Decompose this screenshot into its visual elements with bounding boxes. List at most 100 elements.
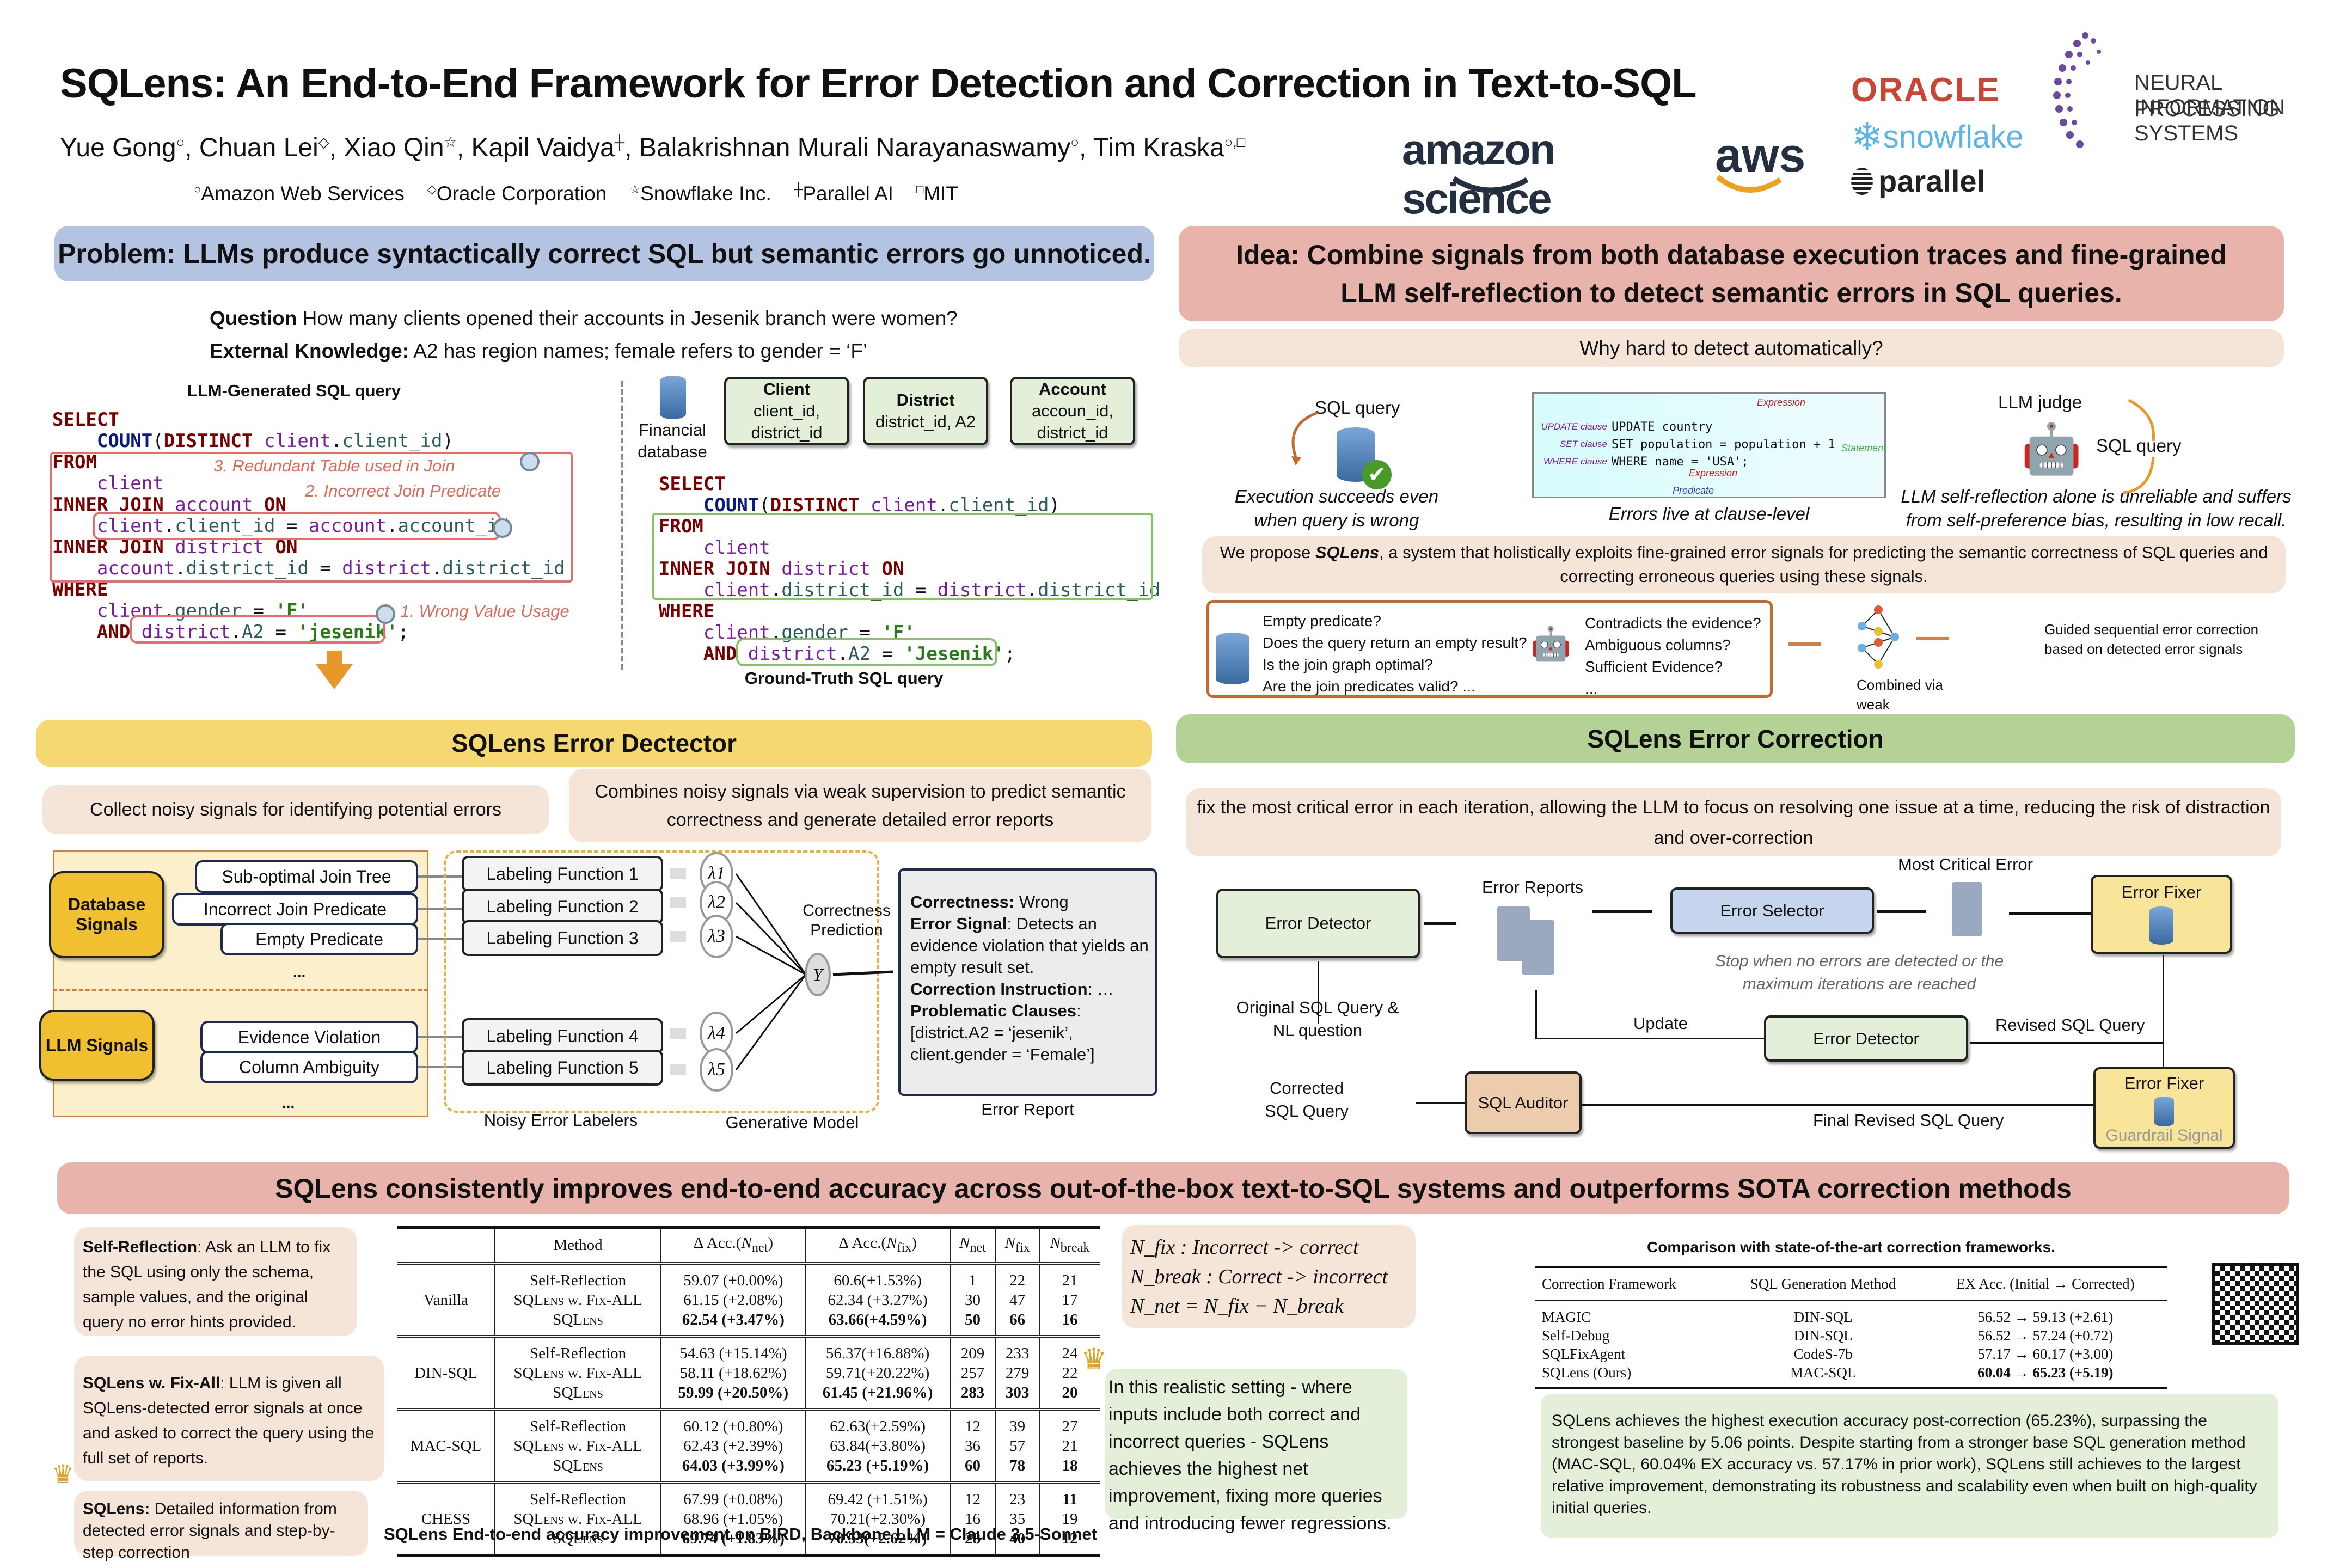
arrow-icon <box>1877 910 1926 913</box>
labeling-function-box: Labeling Function 5 <box>462 1050 663 1086</box>
error-fixer-guardrail-box: Error Fixer Guardrail Signal <box>2093 1067 2235 1149</box>
method-cell: Self-Reflection <box>494 1480 661 1509</box>
parallel-logo: parallel <box>1851 163 1985 199</box>
problematic-clauses-label: Problematic Clauses <box>910 1001 1076 1020</box>
n-fix-cell: 279 <box>995 1363 1039 1383</box>
update-label: Update <box>1633 1014 1688 1033</box>
acc-fix-cell: 59.71(+20.22%) <box>805 1363 950 1383</box>
sql-line: INNER JOIN district ON <box>659 558 904 580</box>
error-fixer-label: Error Fixer <box>2121 883 2202 902</box>
n-net-cell: 30 <box>949 1290 996 1310</box>
acc-fix-cell: 63.84(+3.80%) <box>805 1436 950 1456</box>
signal-box: Evidence Violation <box>200 1021 418 1054</box>
correction-bubble: fix the most critical error in each iter… <box>1186 788 2281 856</box>
lambda-node: λ5 <box>700 1048 733 1092</box>
system-cell <box>397 1310 495 1337</box>
clause-label: UPDATE clause <box>1541 421 1607 432</box>
method-cell: SQLens w. Fix-ALL <box>494 1509 661 1529</box>
loop-arrow-icon <box>2123 399 2155 494</box>
error-reports-label: Error Reports <box>1481 878 1584 897</box>
guided-label: Guided sequential error correction based… <box>2044 621 2259 657</box>
framework-cell: SQLens (Ours) <box>1542 1364 1632 1381</box>
lambda-node: λ3 <box>700 915 733 958</box>
execution-panel: SQL query ✔ Execution succeeds even when… <box>1220 392 1454 534</box>
method-cell: Self-Reflection <box>494 1407 661 1436</box>
definition-net: N_net = N_fix − N_break <box>1130 1295 1344 1318</box>
method-cell: SQLens <box>494 1528 661 1554</box>
n-net-cell: 283 <box>949 1382 996 1410</box>
propose-name: SQLens <box>1315 543 1380 562</box>
magnifier-icon <box>520 452 540 471</box>
sql-line: client <box>96 473 164 494</box>
document-stack-icon <box>1522 920 1554 975</box>
method-cell: SQLens <box>494 1455 661 1483</box>
arrow-icon <box>670 931 686 942</box>
sql-line: client.client_id = account.account_id <box>96 515 510 537</box>
down-arrow-icon <box>316 664 353 689</box>
detector-banner: SQLens Error Dectector <box>36 720 1152 767</box>
acc-net-cell: 69.74 (+1.83%) <box>660 1528 806 1554</box>
system-cell <box>397 1383 495 1410</box>
system-cell: Vanilla <box>423 1291 469 1309</box>
error-signal-label: Error Signal <box>910 914 1007 933</box>
error-fixer-label: Error Fixer <box>2124 1074 2204 1093</box>
final-arrow <box>1582 1104 2093 1106</box>
definition-break: N_break : Correct -> incorrect <box>1130 1265 1388 1288</box>
method-cell: SQLens w. Fix-ALL <box>494 1436 661 1456</box>
column-divider <box>621 381 623 670</box>
sql-line: FROM <box>52 451 97 473</box>
n-net-cell: 257 <box>949 1363 996 1383</box>
revised-label: Revised SQL Query <box>1995 1015 2145 1034</box>
column-header <box>397 1229 495 1264</box>
annotation-wrong-value: 1. Wrong Value Usage <box>400 602 569 621</box>
comparison-title: Comparison with state-of-the-art correct… <box>1647 1239 2055 1255</box>
affiliation-name: Parallel AI <box>803 182 893 205</box>
system-cell <box>397 1407 495 1436</box>
note-text: : LLM is given all SQLens-detected error… <box>83 1374 375 1467</box>
author-sep: , <box>1079 133 1093 162</box>
down-arrow-stem <box>327 651 342 666</box>
author-mark: ☆ <box>444 134 457 150</box>
arrow-icon <box>1592 910 1652 913</box>
method-cell: DIN-SQL <box>1793 1327 1853 1344</box>
statement-tag: Statement <box>1841 443 1886 454</box>
sql-line: FROM <box>659 516 703 537</box>
n-fix-cell: 47 <box>995 1290 1039 1310</box>
author-name: Tim Kraska <box>1093 133 1224 162</box>
database-icon <box>660 376 686 419</box>
question-text: How many clients opened their accounts i… <box>302 307 958 329</box>
y-node: Y <box>805 953 831 996</box>
clause-label: SET clause <box>1560 439 1607 449</box>
sql-line: COUNT(DISTINCT client.client_id) <box>96 430 454 452</box>
llm-signals-group: LLM Signals <box>39 1010 155 1081</box>
arrow-icon <box>1916 637 1949 640</box>
noisy-labelers-box <box>444 850 879 1113</box>
db-ellipsis: ... <box>293 964 306 981</box>
n-net-cell: 50 <box>949 1309 996 1337</box>
method-cell: Self-Reflection <box>494 1261 661 1290</box>
guardrail-label: Guardrail Signal <box>2105 1126 2223 1144</box>
results-banner: SQLens consistently improves end-to-end … <box>57 1162 2289 1214</box>
n-net-cell: 209 <box>949 1334 996 1363</box>
database-refresh-icon <box>2149 906 2173 945</box>
author-name: Xiao Qin <box>344 133 444 162</box>
method-cell: SQLens <box>494 1382 661 1410</box>
column-header: Δ Acc.(Nfix) <box>805 1229 950 1264</box>
annotation-join-predicate: 2. Incorrect Join Predicate <box>305 481 501 500</box>
generative-model-edges <box>735 873 893 1070</box>
error-fixer-box: Error Fixer <box>2091 875 2232 954</box>
